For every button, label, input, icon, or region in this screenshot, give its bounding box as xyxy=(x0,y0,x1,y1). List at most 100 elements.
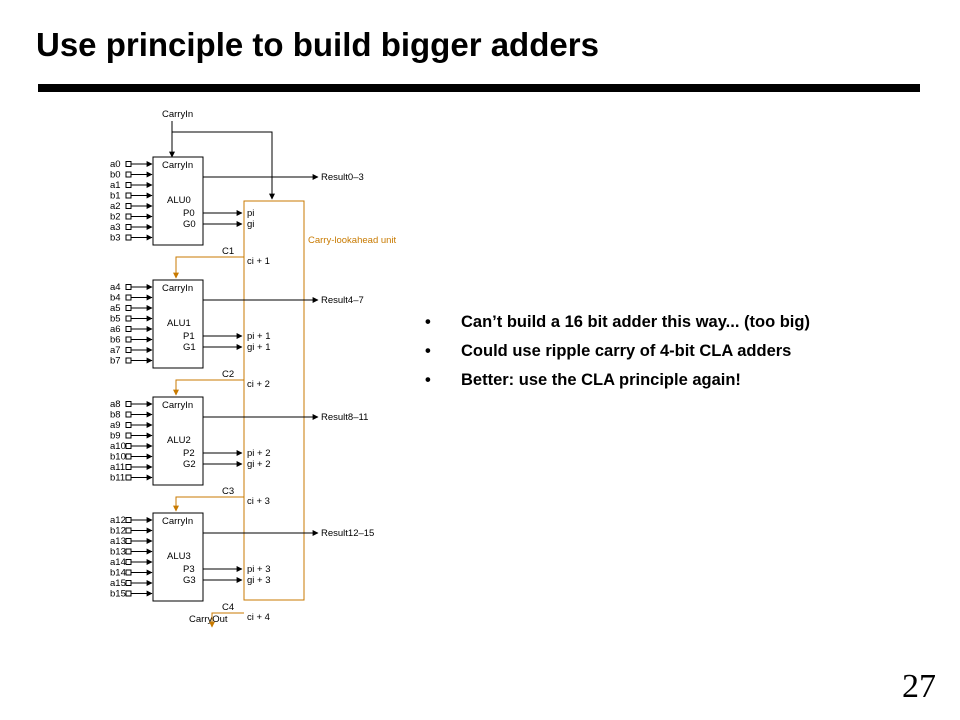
alu-carry-in-label: CarryIn xyxy=(162,516,193,527)
input-label: b7 xyxy=(110,356,121,367)
ci-label: ci + 2 xyxy=(247,379,270,390)
input-label: a7 xyxy=(110,345,121,356)
input-pin xyxy=(125,336,132,343)
input-label: b10 xyxy=(110,452,126,463)
carry-arrow xyxy=(173,496,244,512)
input-pin xyxy=(125,580,132,586)
carry-out-label: CarryOut xyxy=(189,614,228,625)
input-pin xyxy=(125,453,132,460)
alu-carry-in-label: CarryIn xyxy=(162,400,193,411)
pi-label: pi + 2 xyxy=(247,448,271,459)
bullet-dot: • xyxy=(425,313,431,331)
bullet-item: • Can’t build a 16 bit adder this way... … xyxy=(425,313,810,342)
pi-label: pi + 3 xyxy=(247,564,271,575)
input-label: b8 xyxy=(110,410,121,421)
result-label: Result12–15 xyxy=(321,528,374,539)
ci-label: ci + 3 xyxy=(247,496,270,507)
input-label: b0 xyxy=(110,170,121,181)
gi-label: gi + 3 xyxy=(247,575,271,586)
input-label: a3 xyxy=(110,222,121,233)
input-pin xyxy=(125,464,132,470)
bullet-list: • Can’t build a 16 bit adder this way... … xyxy=(425,313,810,400)
input-label: a1 xyxy=(110,180,121,191)
input-pin xyxy=(125,527,132,534)
bullet-dot: • xyxy=(425,342,431,360)
gi-label: gi xyxy=(247,219,254,230)
input-label: b3 xyxy=(110,233,121,244)
input-label: a14 xyxy=(110,557,126,568)
alu-g-label: G3 xyxy=(183,575,196,586)
ci-label: ci + 1 xyxy=(247,256,270,267)
input-label: a9 xyxy=(110,420,121,431)
alu-p-label: P2 xyxy=(183,448,195,459)
alu-name-label: ALU1 xyxy=(167,318,191,329)
alu-box xyxy=(152,279,204,369)
input-label: a4 xyxy=(110,282,121,293)
input-label: b14 xyxy=(110,568,126,579)
alu-g-label: G0 xyxy=(183,219,196,230)
input-label: b15 xyxy=(110,589,126,600)
alu-box xyxy=(152,396,204,486)
input-pin xyxy=(125,305,132,311)
carry-arrow xyxy=(173,379,244,396)
result-label: Result0–3 xyxy=(321,172,364,183)
carry-label: C2 xyxy=(222,369,234,380)
input-pin xyxy=(125,192,132,199)
input-label: a2 xyxy=(110,201,121,212)
alu-g-label: G2 xyxy=(183,459,196,470)
input-label: b4 xyxy=(110,293,121,304)
input-pin xyxy=(125,559,132,565)
input-pin xyxy=(125,161,132,167)
input-pin xyxy=(125,224,132,230)
input-pin xyxy=(125,182,132,188)
alu-p-label: P1 xyxy=(183,331,195,342)
input-pin xyxy=(125,357,132,364)
input-label: a11 xyxy=(110,462,125,473)
bullet-dot: • xyxy=(425,371,431,389)
input-pin xyxy=(125,284,132,290)
input-label: a8 xyxy=(110,399,121,410)
input-pin xyxy=(125,474,132,481)
carry-lookahead-unit-box xyxy=(243,200,305,601)
alu-carry-in-label: CarryIn xyxy=(162,160,193,171)
input-label: a5 xyxy=(110,303,121,314)
carry-out-arrow xyxy=(209,612,244,628)
page-number: 27 xyxy=(902,668,936,705)
input-label: b5 xyxy=(110,314,121,325)
input-pin xyxy=(125,171,132,178)
carry-in-label: CarryIn xyxy=(162,109,193,120)
input-pin xyxy=(125,411,132,418)
input-label: b1 xyxy=(110,191,121,202)
carry-label: C1 xyxy=(222,246,234,257)
input-pin xyxy=(125,590,132,597)
pi-label: pi xyxy=(247,208,254,219)
input-label: a15 xyxy=(110,578,126,589)
alu-g-label: G1 xyxy=(183,342,196,353)
result-label: Result4–7 xyxy=(321,295,364,306)
alu-box xyxy=(152,156,204,246)
input-pin xyxy=(125,234,132,241)
pi-label: pi + 1 xyxy=(247,331,271,342)
input-pin xyxy=(125,326,132,332)
alu-name-label: ALU2 xyxy=(167,435,191,446)
input-label: b12 xyxy=(110,526,126,537)
input-label: b9 xyxy=(110,431,121,442)
cla-unit-label: Carry-lookahead unit xyxy=(308,235,397,246)
input-label: a10 xyxy=(110,441,126,452)
carry-label: C3 xyxy=(222,486,234,497)
input-pin xyxy=(125,294,132,301)
bullet-item: •Better: use the CLA principle again! xyxy=(425,371,810,400)
alu-name-label: ALU3 xyxy=(167,551,191,562)
gi-label: gi + 2 xyxy=(247,459,271,470)
bullet-item: •Could use ripple carry of 4-bit CLA add… xyxy=(425,342,810,371)
input-label: b11 xyxy=(110,473,125,484)
input-pin xyxy=(125,443,132,449)
bullet-text: Can’t build a 16 bit adder this way... (… xyxy=(461,313,810,331)
result-label: Result8–11 xyxy=(321,412,368,423)
input-pin xyxy=(125,422,132,428)
input-label: b6 xyxy=(110,335,121,346)
input-label: a12 xyxy=(110,515,126,526)
input-pin xyxy=(125,432,132,439)
input-label: a13 xyxy=(110,536,126,547)
input-pin xyxy=(125,213,132,220)
